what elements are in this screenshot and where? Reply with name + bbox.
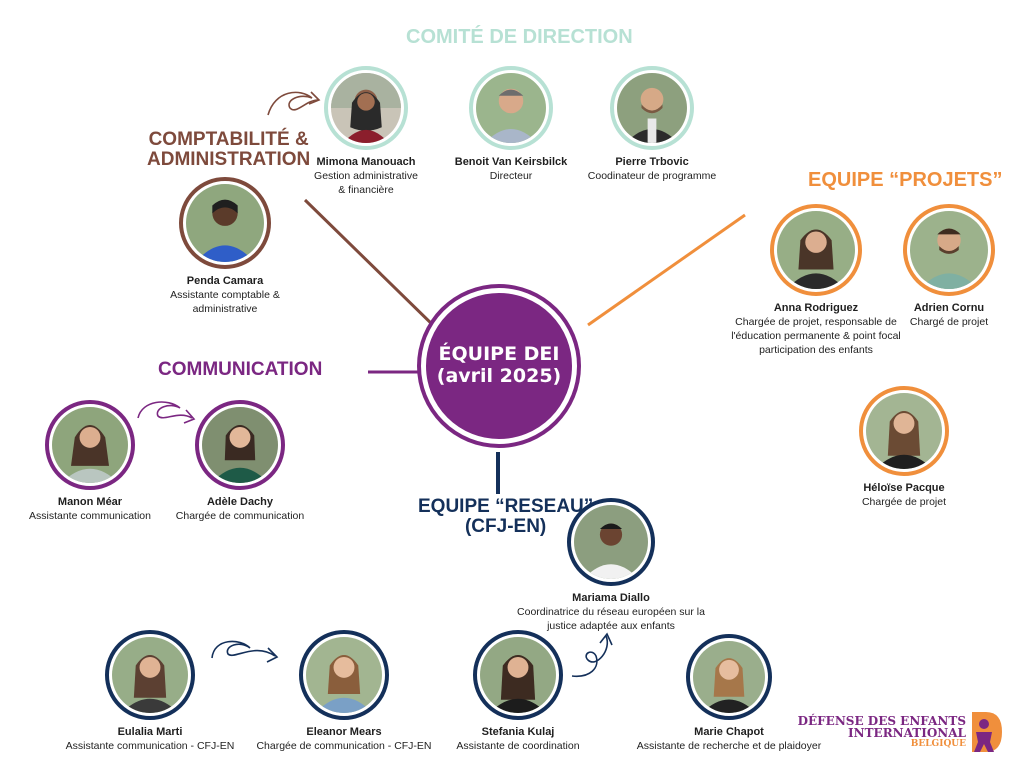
member-name: Mariama Diallo [572,592,650,604]
title-comptabilite: COMPTABILITÉ & ADMINISTRATION [147,130,310,170]
member-role: Coodinateur de programme [587,170,717,182]
title-reseau-line2: (CFJ-EN) [464,515,547,537]
logo-dei-belgique: DÉFENSE DES ENFANTS INTERNATIONAL BELGIQ… [798,710,1004,754]
member-role: Assistante de recherche et de plaidoyer [636,740,822,752]
member-name: Benoit Van Keirsbilck [454,156,568,168]
title-comptabilite-line2: ADMINISTRATION [147,148,311,170]
avatar [324,66,408,150]
member-role: Assistante comptable &administrative [170,289,280,316]
person-photo-icon [52,407,128,483]
member-role: Chargé de projet [909,316,989,328]
arrow-reseau-bottom-icon [211,640,279,663]
person-photo-icon [777,211,855,289]
avatar [179,177,271,269]
connector-compta [303,198,440,332]
member-name: Stefania Kulaj [481,726,555,738]
avatar [469,66,553,150]
person-photo-icon [476,73,546,143]
person-photo-icon [112,637,188,713]
member-name: Eleanor Mears [306,726,382,738]
person-photo-icon [866,393,942,469]
member-eulalia: Eulalia Marti Assistante communication -… [58,630,242,753]
member-manon: Manon Méar Assistante communication [20,400,160,523]
title-equipe-reseau: EQUIPE “RESEAU” (CFJ-EN) [418,497,593,537]
person-photo-icon [186,184,264,262]
member-name: Eulalia Marti [117,726,183,738]
center-date: (avril 2025) [436,365,562,387]
avatar [567,498,655,586]
person-photo-icon [202,407,278,483]
member-mariama: Mariama Diallo Coordinatrice du réseau e… [505,498,717,633]
child-logo-icon [972,712,1002,752]
member-role: Assistante communication [29,510,151,522]
person-photo-icon [910,211,988,289]
member-eleanor: Eleanor Mears Chargée de communication -… [252,630,436,753]
member-name: Manon Méar [57,496,123,508]
member-name: Anna Rodriguez [773,302,859,314]
member-pierre: Pierre Trbovic Coodinateur de programme [582,66,722,183]
avatar [903,204,995,296]
title-comptabilite-line1: COMPTABILITÉ & [148,129,309,150]
member-benoit: Benoit Van Keirsbilck Directeur [446,66,576,183]
avatar [686,634,772,720]
member-name: Penda Camara [186,275,264,287]
member-heloise: Héloïse Pacque Chargée de projet [844,386,964,509]
avatar [45,400,135,490]
member-name: Pierre Trbovic [615,156,689,168]
member-penda: Penda Camara Assistante comptable &admin… [160,177,290,316]
center-circle: ÉQUIPE DEI (avril 2025) [421,288,577,444]
member-role: Gestion administrative& financière [314,170,418,197]
person-photo-icon [480,637,556,713]
center-title: ÉQUIPE DEI [438,343,560,366]
member-marie: Marie Chapot Assistante de recherche et … [630,634,828,753]
member-role: Chargée de communication [175,510,305,522]
avatar [610,66,694,150]
logo-line1: DÉFENSE DES ENFANTS [797,713,966,728]
person-photo-icon [693,641,765,713]
member-stefania: Stefania Kulaj Assistante de coordinatio… [448,630,588,753]
member-mimona: Mimona Manouach Gestion administrative& … [296,66,436,197]
person-photo-icon [331,73,401,143]
member-role: Chargée de projet [861,496,947,508]
member-name: Adèle Dachy [206,496,274,508]
member-name: Mimona Manouach [316,156,416,168]
member-anna: Anna Rodriguez Chargée de projet, respon… [724,204,908,358]
logo-text: DÉFENSE DES ENFANTS INTERNATIONAL BELGIQ… [798,715,966,750]
avatar [859,386,949,476]
logo-line3: BELGIQUE [910,738,966,749]
person-photo-icon [574,505,648,579]
avatar [299,630,389,720]
avatar [105,630,195,720]
arrow-compta-icon [267,91,321,116]
member-role: Chargée de communication - CFJ-EN [256,740,432,752]
person-photo-icon [617,73,687,143]
title-equipe-projets: EQUIPE “PROJETS” [808,169,1003,191]
member-name: Marie Chapot [694,726,764,738]
member-adrien: Adrien Cornu Chargé de projet [894,204,1004,329]
member-adele: Adèle Dachy Chargée de communication [170,400,310,523]
member-name: Adrien Cornu [913,302,985,314]
connector-projets [587,213,746,327]
title-communication: COMMUNICATION [158,359,323,380]
arrow-reseau-mid-icon [571,632,613,678]
member-role: Assistante de coordination [456,740,580,752]
person-photo-icon [306,637,382,713]
logo-line2: INTERNATIONAL [848,726,966,741]
member-role: Assistante communication - CFJ-EN [65,740,235,752]
member-name: Héloïse Pacque [863,482,945,494]
avatar [195,400,285,490]
avatar [770,204,862,296]
avatar [473,630,563,720]
member-role: Directeur [489,170,533,182]
arrow-communication-icon [137,401,196,424]
title-comite-direction: COMITÉ DE DIRECTION [406,26,633,48]
title-reseau-line1: EQUIPE “RESEAU” [418,496,594,517]
